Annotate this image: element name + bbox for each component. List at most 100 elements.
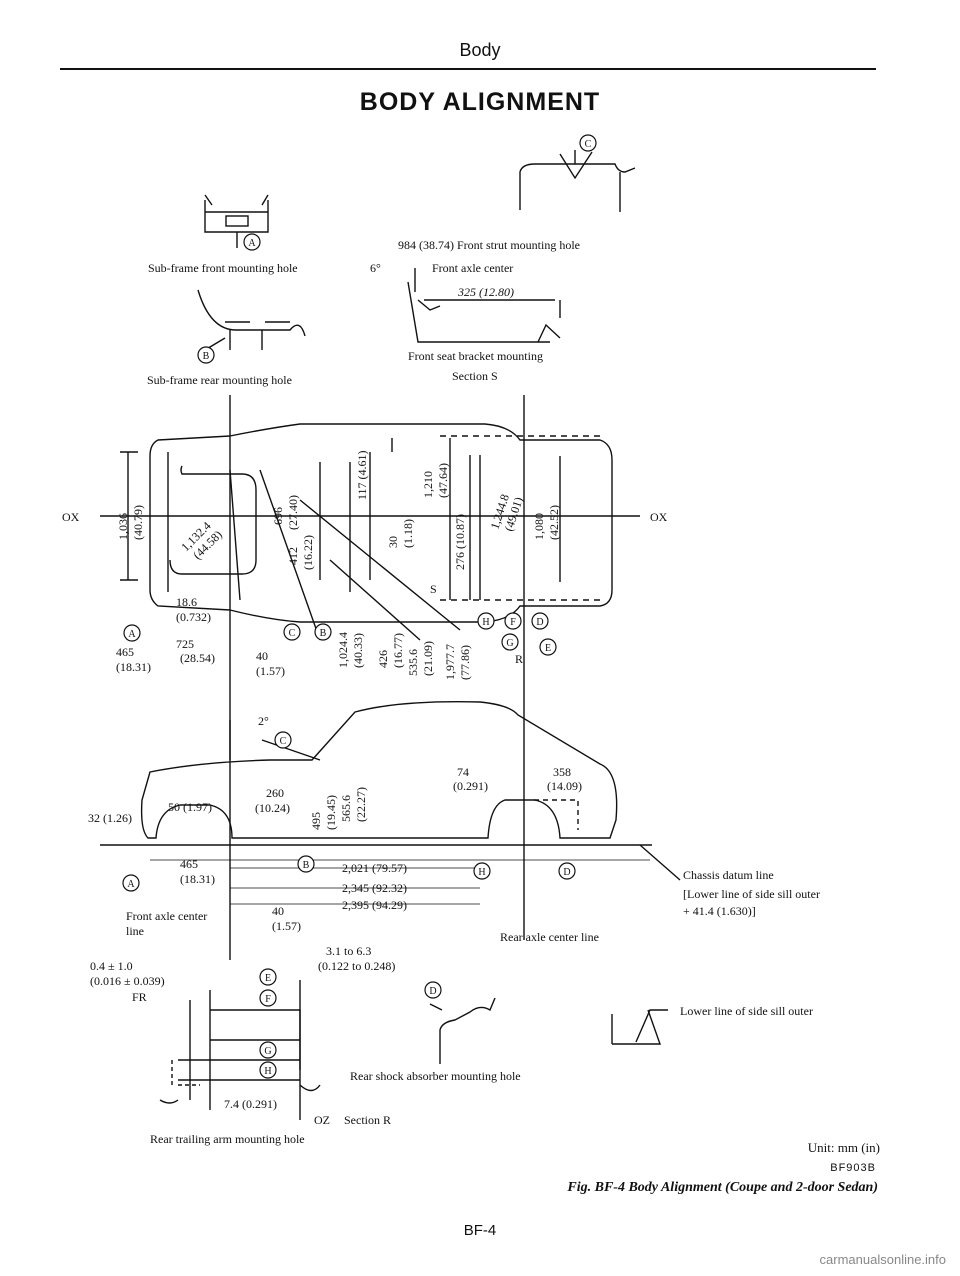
sill-sketch [611, 1009, 668, 1045]
dim-426: 426 [376, 650, 390, 668]
dim-535: 535.6 [406, 649, 420, 676]
label-subframe-rear: Sub-frame rear mounting hole [147, 373, 292, 387]
dim-495-in: (19.45) [324, 795, 338, 830]
dim-358-in: (14.09) [547, 779, 582, 793]
dim-1210: 1,210 [421, 471, 435, 498]
marker-d-side: D [563, 867, 570, 878]
label-ox-right: OX [650, 510, 668, 524]
label-section-r: Section R [344, 1113, 391, 1127]
dim-3-1: 3.1 to 6.3 [326, 944, 371, 958]
dim-465b-in: (18.31) [180, 872, 215, 886]
watermark: carmanualsonline.info [819, 1252, 946, 1267]
dim-2395: 2,395 (94.29) [342, 898, 407, 912]
dim-50: 50 (1.97) [168, 800, 212, 814]
dim-412: 412 [286, 547, 300, 565]
dim-412-in: (16.22) [301, 535, 315, 570]
dim-1977: 1,977.7 [443, 644, 457, 680]
marker-h-plan: H [482, 617, 489, 628]
unit-note: Unit: mm (in) [807, 1140, 880, 1155]
dim-276: 276 (10.87) [453, 514, 467, 570]
marker-f-detail: F [265, 994, 271, 1005]
marker-c-plan: C [289, 628, 296, 639]
dim-74-in: (0.291) [453, 779, 488, 793]
label-ox-left: OX [62, 510, 80, 524]
plan-view-outline [100, 395, 640, 960]
dim-465b: 465 [180, 857, 198, 871]
dim-2021: 2,021 (79.57) [342, 861, 407, 875]
side-view-outline [100, 701, 681, 905]
dim-1036: 1,036 [116, 513, 130, 540]
dim-535-in: (21.09) [421, 641, 435, 676]
dim-1080: 1,080 [532, 513, 546, 540]
dim-40a-in: (1.57) [256, 664, 285, 678]
dim-358: 358 [553, 765, 571, 779]
section-header: Body [459, 40, 501, 60]
rear-shock-sketch [429, 997, 496, 1064]
dim-495: 495 [309, 812, 323, 830]
dim-74: 74 [457, 765, 469, 779]
dim-30: 30 [386, 536, 400, 548]
header-rule [60, 68, 876, 70]
dim-565-in: (22.27) [354, 787, 368, 822]
label-front-axle-center-line-1: Front axle center [126, 909, 207, 923]
marker-f-plan: F [510, 617, 516, 628]
dim-18-6: 18.6 [176, 595, 197, 609]
marker-c-side: C [280, 736, 287, 747]
dim-0-4: 0.4 ± 1.0 [90, 959, 133, 973]
dim-angle-2: 2° [258, 714, 269, 728]
dim-696: 696 [271, 507, 285, 525]
dim-725-in: (28.54) [180, 651, 215, 665]
label-subframe-front: Sub-frame front mounting hole [148, 261, 298, 275]
marker-b-top: B [203, 351, 210, 362]
label-chassis-datum-2: [Lower line of side sill outer [683, 887, 820, 901]
figure-code: BF903B [830, 1162, 876, 1174]
dim-117: 117 (4.61) [355, 450, 369, 500]
dim-32: 32 (1.26) [88, 811, 132, 825]
label-oz: OZ [314, 1113, 330, 1127]
dim-1024: 1,024.4 [336, 632, 350, 668]
page-title: BODY ALIGNMENT [359, 88, 601, 116]
subframe-rear-sketch [197, 289, 306, 351]
subframe-front-sketch [204, 194, 269, 248]
label-fr: FR [132, 990, 147, 1004]
label-front-axle-center-line-2: line [126, 924, 144, 938]
dim-1036-in: (40.79) [131, 505, 145, 540]
label-325: 325 (12.80) [457, 285, 514, 299]
label-front-strut: 984 (38.74) Front strut mounting hole [398, 238, 580, 252]
marker-a-top: A [248, 238, 256, 249]
marker-a-side: A [127, 879, 135, 890]
front-strut-sketch [519, 150, 636, 212]
dim-465a-in: (18.31) [116, 660, 151, 674]
dim-40b: 40 [272, 904, 284, 918]
marker-r: R [515, 652, 523, 666]
dim-1024-in: (40.33) [351, 633, 365, 668]
dim-40a: 40 [256, 649, 268, 663]
label-chassis-datum-3: + 41.4 (1.630)] [683, 904, 756, 918]
label-rear-shock: Rear shock absorber mounting hole [350, 1069, 521, 1083]
label-front-seat-bracket: Front seat bracket mounting [408, 349, 543, 363]
dim-40b-in: (1.57) [272, 919, 301, 933]
dim-18-6-in: (0.732) [176, 610, 211, 624]
dim-565: 565.6 [339, 795, 353, 822]
marker-d-detail: D [429, 986, 436, 997]
trailing-arm-sketch [159, 980, 321, 1120]
dim-1080-in: (42.52) [547, 505, 561, 540]
marker-e-detail: E [265, 973, 271, 984]
dim-2345: 2,345 (92.32) [342, 881, 407, 895]
marker-b-plan: B [320, 628, 327, 639]
marker-s: S [430, 582, 437, 596]
dim-1977-in: (77.86) [458, 645, 472, 680]
marker-g-detail: G [264, 1046, 271, 1057]
label-chassis-datum-1: Chassis datum line [683, 868, 774, 882]
dim-725: 725 [176, 637, 194, 651]
dim-3-1-in: (0.122 to 0.248) [318, 959, 395, 973]
marker-a-plan: A [128, 629, 136, 640]
dim-426-in: (16.77) [391, 633, 405, 668]
marker-b-side: B [303, 860, 310, 871]
label-lower-line-sill: Lower line of side sill outer [680, 1004, 813, 1018]
label-angle-6: 6° [370, 261, 381, 275]
marker-h-detail: H [264, 1066, 271, 1077]
dim-7-4: 7.4 (0.291) [224, 1097, 277, 1111]
marker-e-plan: E [545, 643, 551, 654]
